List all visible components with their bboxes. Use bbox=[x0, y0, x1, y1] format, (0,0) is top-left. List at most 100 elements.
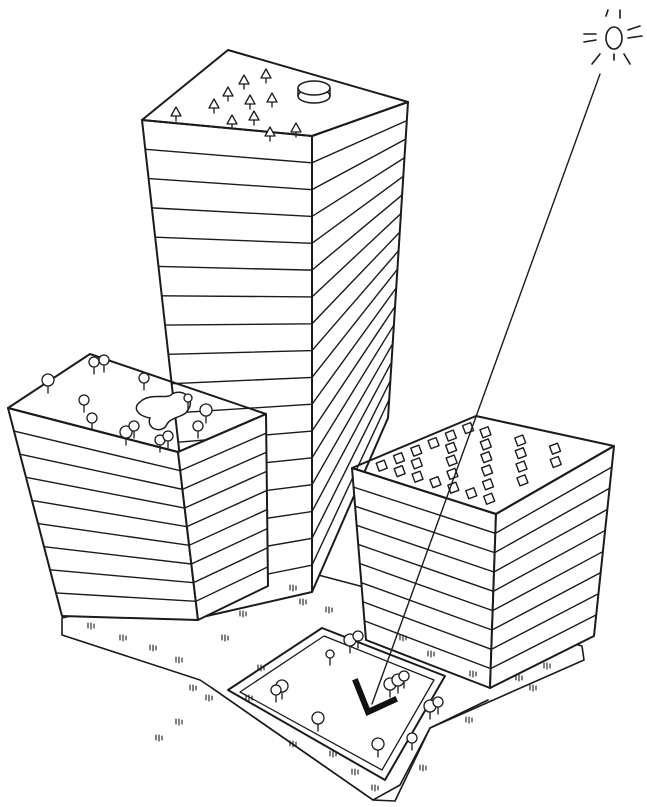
left-tower-floor-lines bbox=[13, 430, 269, 603]
solar-panel-icon bbox=[444, 441, 458, 455]
grass-tuft bbox=[155, 734, 163, 742]
grass-tuft bbox=[245, 694, 253, 702]
floor-line bbox=[357, 529, 606, 593]
tree-icon bbox=[264, 126, 276, 142]
floor-line bbox=[170, 268, 399, 385]
tree-icon bbox=[406, 732, 418, 751]
floor-line bbox=[174, 287, 397, 414]
grass-tuft bbox=[87, 622, 95, 630]
ground-plaza bbox=[61, 565, 585, 802]
grass-tuft bbox=[329, 750, 337, 758]
solar-panel-icon bbox=[465, 487, 478, 500]
grass-tuft bbox=[371, 784, 379, 792]
water-tank-icon bbox=[297, 80, 331, 104]
floor-line bbox=[144, 119, 408, 164]
grass-tuft bbox=[175, 718, 183, 726]
solar-panel-icon bbox=[549, 455, 562, 469]
tree-icon bbox=[352, 630, 364, 649]
solar-panel-icon bbox=[446, 467, 459, 481]
right-tower-floor-lines bbox=[352, 466, 613, 670]
grass-tufts bbox=[87, 584, 551, 792]
tree-icon bbox=[162, 430, 174, 449]
floor-line bbox=[147, 138, 407, 191]
left-tower bbox=[7, 353, 269, 621]
inner-garden bbox=[227, 627, 446, 781]
grass-tuft bbox=[299, 598, 307, 606]
tree-icon bbox=[311, 711, 325, 732]
grass-tuft bbox=[239, 610, 247, 618]
tree-icon bbox=[41, 373, 55, 394]
solar-panel-icon bbox=[410, 457, 423, 470]
tree-icon bbox=[170, 106, 182, 122]
right-tower bbox=[351, 415, 615, 689]
tree-icon bbox=[371, 737, 385, 758]
tree-icon bbox=[248, 110, 260, 126]
tree-icon bbox=[260, 68, 272, 84]
tree-icon bbox=[222, 86, 234, 102]
solar-panel-icon bbox=[375, 459, 388, 472]
tree-icon bbox=[325, 649, 335, 666]
grass-tuft bbox=[351, 768, 359, 776]
solar-panel-icon bbox=[481, 478, 495, 491]
floor-line bbox=[167, 250, 400, 356]
solar-panel-icon bbox=[444, 429, 458, 442]
solar-panel-icon bbox=[516, 474, 529, 487]
grass-tuft bbox=[515, 674, 523, 682]
floor-line bbox=[359, 550, 604, 612]
grass-tuft bbox=[543, 662, 551, 670]
grass-tuft bbox=[419, 764, 427, 772]
solar-panel-icon bbox=[514, 434, 527, 447]
solar-panel-icon bbox=[548, 442, 562, 455]
grass-tuft bbox=[325, 606, 333, 614]
floor-line bbox=[151, 157, 406, 218]
tree-icon bbox=[226, 114, 238, 130]
floor-line bbox=[19, 451, 268, 491]
solar-panel-icon bbox=[479, 438, 492, 451]
floor-line bbox=[360, 571, 602, 631]
floor-line bbox=[164, 231, 401, 326]
solar-panel-icon bbox=[429, 475, 442, 489]
tree-icon bbox=[432, 696, 444, 715]
sun-icon bbox=[583, 9, 643, 65]
grass-tuft bbox=[289, 584, 297, 592]
grass-tuft bbox=[427, 650, 435, 658]
solar-panel-icon bbox=[482, 492, 496, 505]
grass-tuft bbox=[175, 656, 183, 664]
tree-icon bbox=[290, 122, 302, 138]
floor-line bbox=[362, 593, 600, 651]
solar-panel-icon bbox=[445, 454, 458, 467]
tree-icon bbox=[266, 92, 278, 108]
solar-panel-icon bbox=[427, 436, 440, 450]
tree-icon bbox=[138, 372, 150, 391]
tall-tower-floor-lines bbox=[144, 119, 408, 590]
floor-line bbox=[55, 566, 269, 603]
floor-line bbox=[355, 508, 609, 573]
grass-tuft bbox=[257, 664, 265, 672]
floor-line bbox=[31, 489, 268, 528]
solar-panel-icon bbox=[480, 464, 494, 477]
grass-tuft bbox=[529, 684, 537, 692]
tree-icon bbox=[128, 420, 140, 439]
floor-line bbox=[157, 194, 403, 271]
floor-line bbox=[43, 527, 269, 565]
grass-tuft bbox=[149, 644, 157, 652]
tree-icon bbox=[398, 670, 410, 689]
grass-tuft bbox=[399, 634, 407, 642]
solar-panel-icon bbox=[515, 460, 528, 473]
tree-icon bbox=[183, 393, 193, 410]
tree-icon bbox=[78, 394, 90, 413]
grass-tuft bbox=[119, 634, 127, 642]
grass-tuft bbox=[189, 684, 197, 692]
tree-icon bbox=[119, 425, 133, 446]
floor-line bbox=[154, 175, 404, 245]
tree-icon bbox=[88, 356, 100, 375]
solar-panel-icon bbox=[392, 451, 406, 465]
solar-panel-icon bbox=[393, 464, 406, 478]
grass-tuft bbox=[205, 694, 213, 702]
grass-tuft bbox=[469, 670, 477, 678]
tree-icon bbox=[238, 74, 250, 90]
floor-line bbox=[13, 430, 267, 472]
solar-panel-icon bbox=[480, 450, 493, 464]
tree-icon bbox=[98, 354, 110, 373]
